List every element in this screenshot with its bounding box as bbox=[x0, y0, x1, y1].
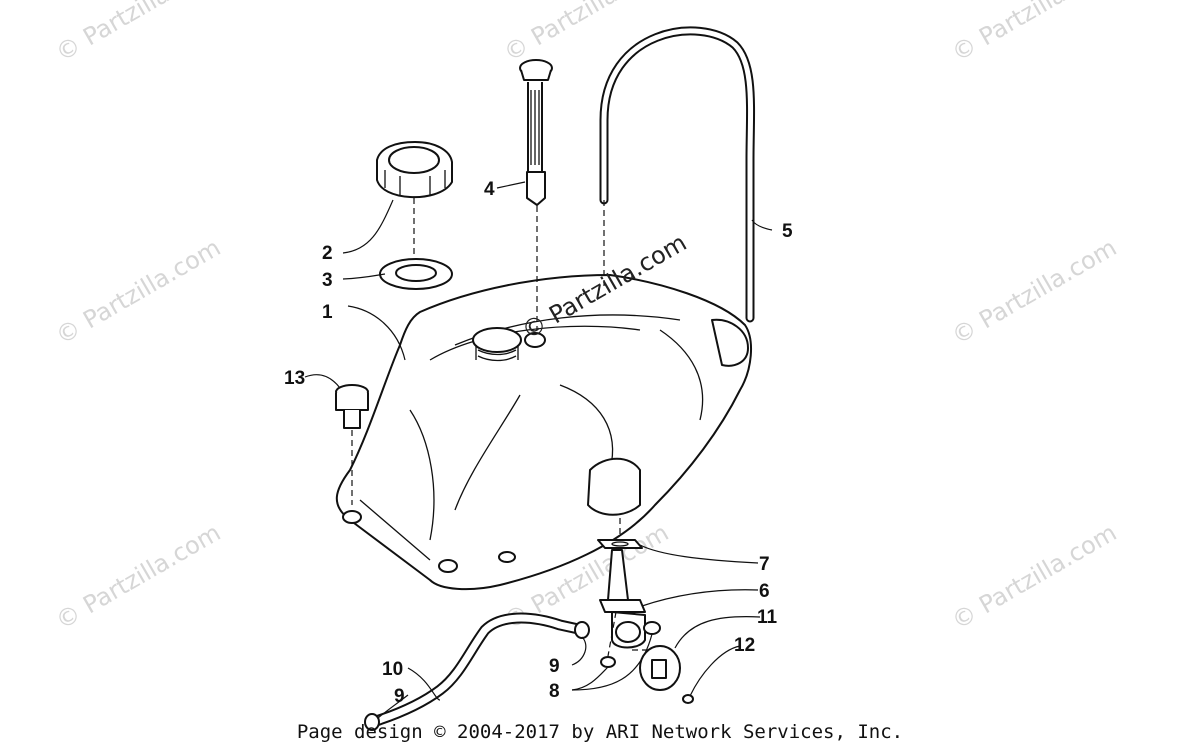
watermark: © Partzilla.com bbox=[51, 0, 225, 67]
part-hose-clamp bbox=[364, 713, 380, 731]
callout-9: 9 bbox=[394, 686, 405, 707]
part-petcock bbox=[599, 549, 646, 649]
callout-4: 4 bbox=[484, 179, 495, 200]
watermark: © Partzilla.com bbox=[51, 233, 225, 350]
part-washers bbox=[600, 621, 661, 668]
callout-7: 7 bbox=[759, 554, 770, 575]
part-fuel-hose bbox=[367, 612, 589, 728]
watermark: © Partzilla.com bbox=[947, 518, 1121, 635]
part-bolt bbox=[335, 384, 369, 429]
watermark: © Partzilla.com bbox=[947, 0, 1121, 67]
callout-11: 11 bbox=[757, 607, 778, 628]
part-vent-hose bbox=[599, 26, 756, 323]
callout-3: 3 bbox=[322, 270, 333, 291]
part-hose-clamp bbox=[574, 621, 590, 639]
part-fuel-cap bbox=[376, 141, 453, 199]
part-petcock-gasket bbox=[597, 539, 643, 549]
part-gasket bbox=[379, 258, 453, 290]
watermark: © Partzilla.com bbox=[947, 233, 1121, 350]
part-fuel-tank bbox=[335, 274, 752, 591]
part-knob bbox=[639, 645, 681, 691]
watermark: © Partzilla.com bbox=[51, 518, 225, 635]
footer-copyright: Page design © 2004-2017 by ARI Network S… bbox=[296, 721, 904, 743]
callout-leaders bbox=[304, 181, 773, 719]
callout-6: 6 bbox=[759, 581, 770, 602]
callout-10: 10 bbox=[382, 659, 403, 680]
part-screw bbox=[682, 694, 694, 704]
watermark: © Partzilla.com bbox=[499, 0, 673, 67]
callout-5: 5 bbox=[782, 221, 793, 242]
callout-1: 1 bbox=[322, 302, 333, 323]
part-fuel-gauge bbox=[519, 59, 553, 206]
callout-8: 8 bbox=[549, 681, 560, 702]
callout-13: 13 bbox=[284, 368, 305, 389]
callout-12: 12 bbox=[734, 635, 755, 656]
callouts: 1 2 3 4 5 6 7 8 9 9 10 11 12 13 bbox=[284, 179, 793, 707]
callout-2: 2 bbox=[322, 243, 333, 264]
callout-9: 9 bbox=[549, 656, 560, 677]
